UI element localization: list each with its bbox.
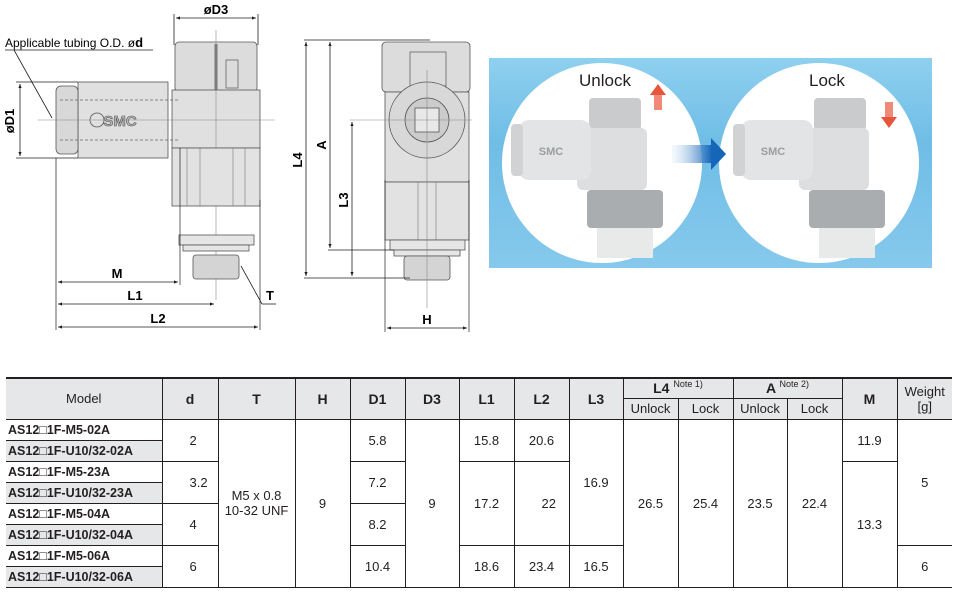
dim-a-label: A	[314, 140, 329, 150]
d-cell: 3.2	[161, 460, 219, 504]
dim-d1-label: øD1	[2, 109, 17, 134]
a-lock-cell: 22.4	[786, 418, 843, 588]
header-l1: L1	[458, 377, 515, 420]
model-cell: AS12□1F-M5-04A	[6, 502, 163, 525]
d1-cell: 7.2	[349, 460, 406, 504]
transition-arrow-icon	[672, 138, 726, 170]
dim-t-label: T	[266, 288, 274, 303]
photo-smc-logo-right: SMC	[761, 146, 786, 158]
d1-cell: 8.2	[349, 502, 406, 546]
model-cell: AS12□1F-U10/32-06A	[6, 565, 163, 588]
m-cell: 13.3	[841, 460, 898, 588]
weight-cell: 5	[896, 418, 952, 546]
model-cell: AS12□1F-M5-02A	[6, 418, 163, 441]
lock-label: Lock	[809, 71, 845, 90]
l1-cell: 18.6	[458, 544, 515, 588]
header-a-lock: Lock	[786, 397, 843, 420]
l1-cell: 15.8	[458, 418, 515, 462]
header-model: Model	[6, 377, 163, 420]
d3-cell: 9	[404, 418, 460, 588]
d-cell: 4	[161, 502, 219, 546]
l2-cell: 20.6	[513, 418, 570, 462]
header-weight: Weight[g]	[896, 377, 952, 420]
model-cell: AS12□1F-M5-06A	[6, 544, 163, 567]
d1-cell: 5.8	[349, 418, 406, 462]
l1-cell: 17.2	[458, 460, 515, 546]
a-note: Note 2)	[779, 379, 809, 390]
side-view-drawing: Applicable tubing O.D. ød øD3 SMC øD1 M …	[2, 2, 276, 330]
arrow-down-icon	[881, 102, 897, 128]
l4-unlock-cell: 26.5	[622, 418, 679, 588]
l2-cell: 22	[513, 460, 570, 546]
arrow-up-icon	[650, 84, 666, 110]
l4-note: Note 1)	[673, 379, 703, 390]
model-cell: AS12□1F-U10/32-23A	[6, 481, 163, 504]
dim-l2-label: L2	[150, 311, 165, 326]
dim-l4-label: L4	[290, 152, 305, 168]
l3-cell: 16.5	[568, 544, 624, 588]
model-cell: AS12□1F-U10/32-04A	[6, 523, 163, 546]
header-m: M	[841, 377, 898, 420]
header-a: A Note 2)	[732, 377, 843, 399]
l4-lock-cell: 25.4	[677, 418, 734, 588]
model-cell: AS12□1F-U10/32-02A	[6, 439, 163, 462]
m-cell: 11.9	[841, 418, 898, 462]
l3-cell: 16.9	[568, 418, 624, 546]
dim-d3-label: øD3	[204, 2, 229, 17]
tubing-od-callout: Applicable tubing O.D. ød	[5, 35, 143, 50]
d-cell: 6	[161, 544, 219, 588]
dim-l1-label: L1	[127, 288, 142, 303]
h-cell: 9	[294, 418, 351, 588]
model-cell: AS12□1F-M5-23A	[6, 460, 163, 483]
dim-l3-label: L3	[336, 192, 351, 207]
header-l4: L4 Note 1)	[622, 377, 734, 399]
smc-logo: SMC	[103, 113, 137, 130]
d-cell: 2	[161, 418, 219, 462]
dim-h-label: H	[422, 312, 431, 327]
header-t: T	[217, 377, 296, 420]
lock-unlock-photo-panel: SMC SMC Unlock Lock	[489, 58, 932, 268]
header-l4-unlock: Unlock	[622, 397, 679, 420]
header-d1: D1	[349, 377, 406, 420]
d1-cell: 10.4	[349, 544, 406, 588]
header-l4-lock: Lock	[677, 397, 734, 420]
a-unlock-cell: 23.5	[732, 418, 788, 588]
header-h: H	[294, 377, 351, 420]
header-l2: L2	[513, 377, 570, 420]
l2-cell: 23.4	[513, 544, 570, 588]
dim-m-label: M	[112, 266, 123, 281]
header-l3: L3	[568, 377, 624, 420]
weight-cell: 6	[896, 544, 952, 588]
header-d: d	[161, 377, 219, 420]
dimensions-table: Model d T H D1 D3 L1 L2 L3 L4 Note 1) A …	[6, 377, 952, 588]
photo-smc-logo-left: SMC	[539, 146, 564, 158]
header-d3: D3	[404, 377, 460, 420]
header-a-unlock: Unlock	[732, 397, 788, 420]
unlock-label: Unlock	[579, 71, 631, 90]
front-view-drawing: L4 A L3 H	[290, 39, 472, 332]
